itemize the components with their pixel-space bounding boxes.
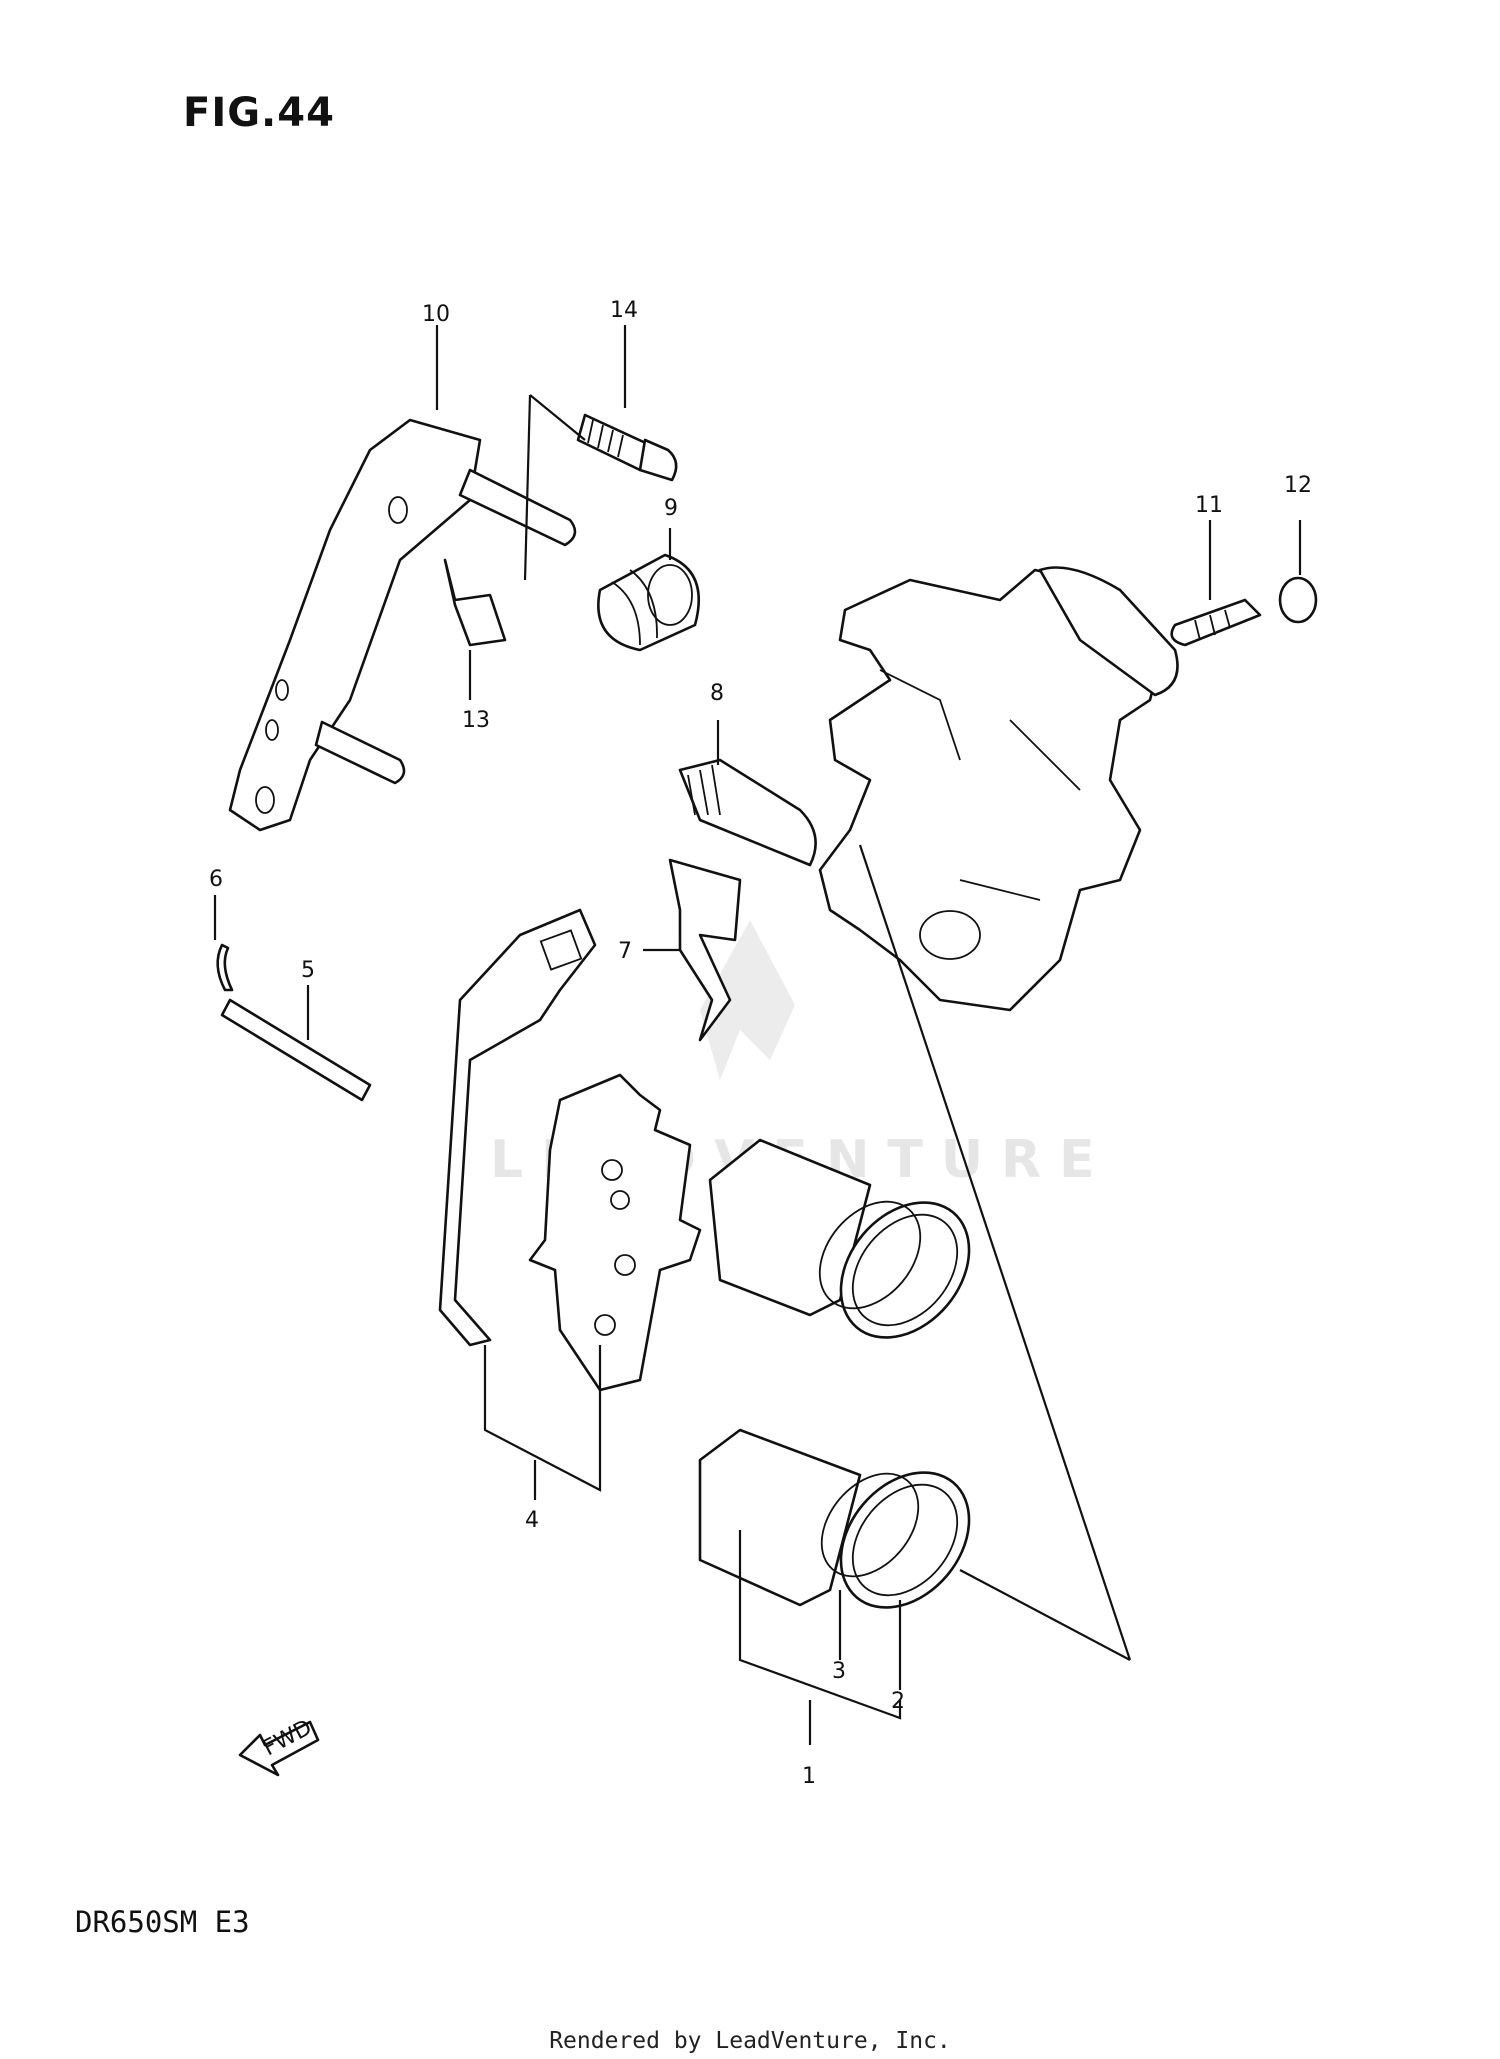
callout-3: 3: [832, 1659, 846, 1684]
callout-9: 9: [664, 496, 678, 521]
footer-credit: Rendered by LeadVenture, Inc.: [549, 2028, 951, 2054]
figure-title: FIG.44: [183, 90, 335, 136]
part-10-caliper-bracket[interactable]: [228, 418, 577, 832]
callout-numbers: 1 2 3 4 5 6 7 8 9 10 11 12 13 14: [209, 298, 1312, 1789]
callout-11: 11: [1195, 493, 1223, 518]
callout-5: 5: [301, 958, 315, 983]
part-11-bleeder-screw[interactable]: [1170, 598, 1262, 647]
piston-upper[interactable]: [708, 1138, 995, 1363]
part-14-bolt[interactable]: [576, 413, 678, 482]
part-1-piston[interactable]: [698, 1428, 862, 1607]
part-5-pad-pin[interactable]: [220, 998, 372, 1102]
caliper-body[interactable]: [818, 566, 1179, 1012]
callout-4: 4: [525, 1508, 539, 1533]
callout-2: 2: [891, 1689, 905, 1714]
model-code: DR650SM E3: [75, 1905, 250, 1939]
assembly-guide-lines: [858, 844, 1132, 1661]
callout-6: 6: [209, 867, 223, 892]
callout-12: 12: [1284, 473, 1312, 498]
part-9-boot[interactable]: [597, 553, 700, 652]
callout-7: 7: [618, 939, 632, 964]
callout-1: 1: [802, 1764, 816, 1789]
part-2-piston-seal[interactable]: [815, 1447, 996, 1633]
part-13-clip[interactable]: [443, 558, 507, 647]
callout-14: 14: [610, 298, 638, 323]
part-4-pads[interactable]: [438, 908, 702, 1392]
callout-8: 8: [710, 681, 724, 706]
callout-13: 13: [462, 708, 490, 733]
leader-bracket-14: [523, 394, 586, 581]
fwd-arrow-icon: FWD: [238, 1715, 320, 1777]
callout-leaders: [213, 325, 1302, 1745]
part-12-cap[interactable]: [1278, 576, 1318, 624]
watermark-logo: [700, 920, 795, 1080]
part-6-clip[interactable]: [216, 943, 234, 992]
part-3-dust-seal[interactable]: [802, 1455, 938, 1595]
part-8-slide-pin[interactable]: [678, 758, 817, 867]
part-7-pad-spring[interactable]: [668, 858, 742, 1042]
callout-10: 10: [422, 302, 450, 327]
